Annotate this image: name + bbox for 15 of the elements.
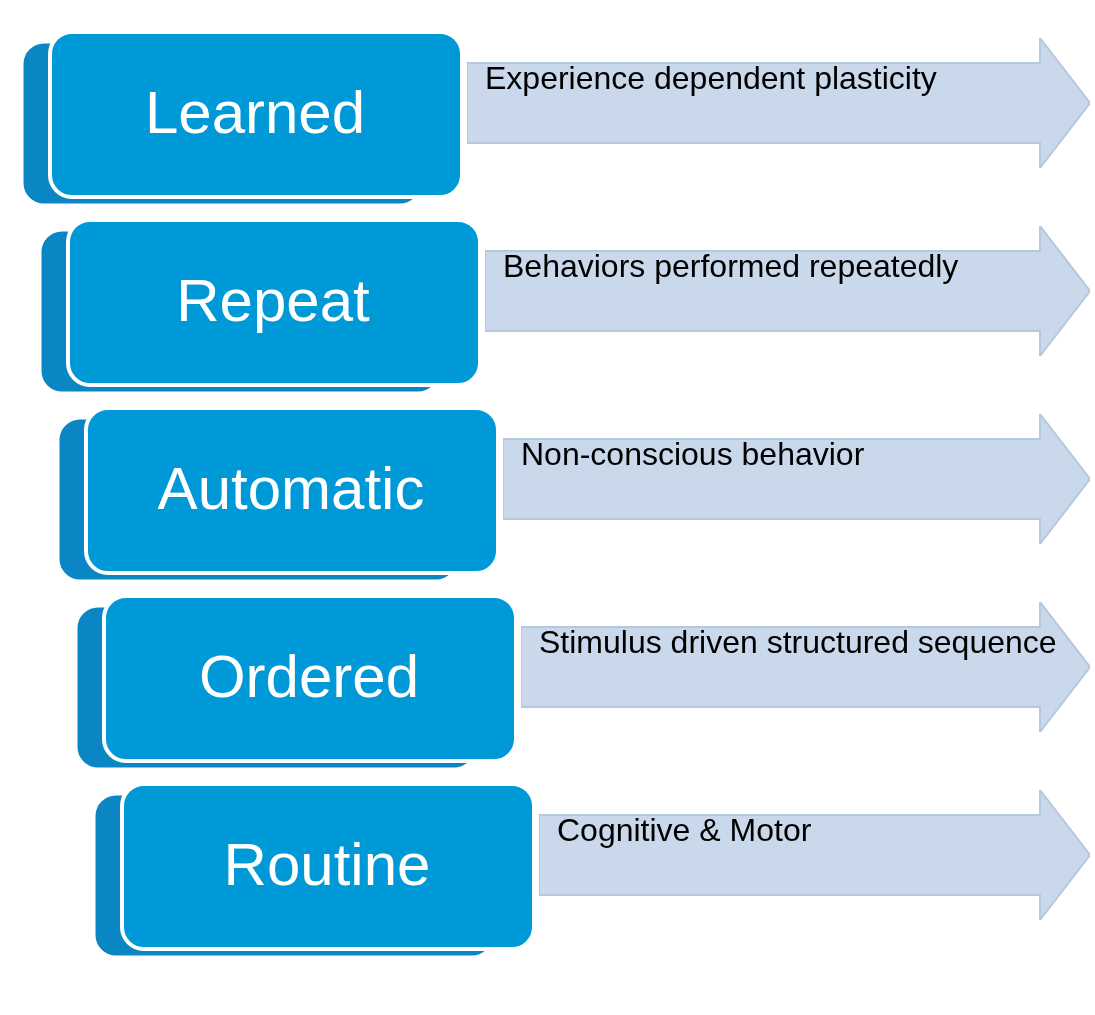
arrow-banner [521,602,1090,732]
arrow-banner [467,38,1090,168]
arrow-banner [539,790,1090,920]
arrow-text: Behaviors performed repeatedly [503,248,959,285]
block-label: Ordered [197,642,421,712]
arrow-text: Non-conscious behavior [521,436,865,473]
arrow-text: Cognitive & Motor [557,812,812,849]
arrow-text: Experience dependent plasticity [485,60,937,97]
arrow-banner [485,226,1090,356]
block-label: Learned [143,78,367,148]
block-label: Repeat [175,266,371,336]
block-label: Automatic [156,454,426,524]
block-label: Routine [222,830,432,900]
arrow-banner [503,414,1090,544]
arrow-text: Stimulus driven structured sequence [539,624,1057,661]
